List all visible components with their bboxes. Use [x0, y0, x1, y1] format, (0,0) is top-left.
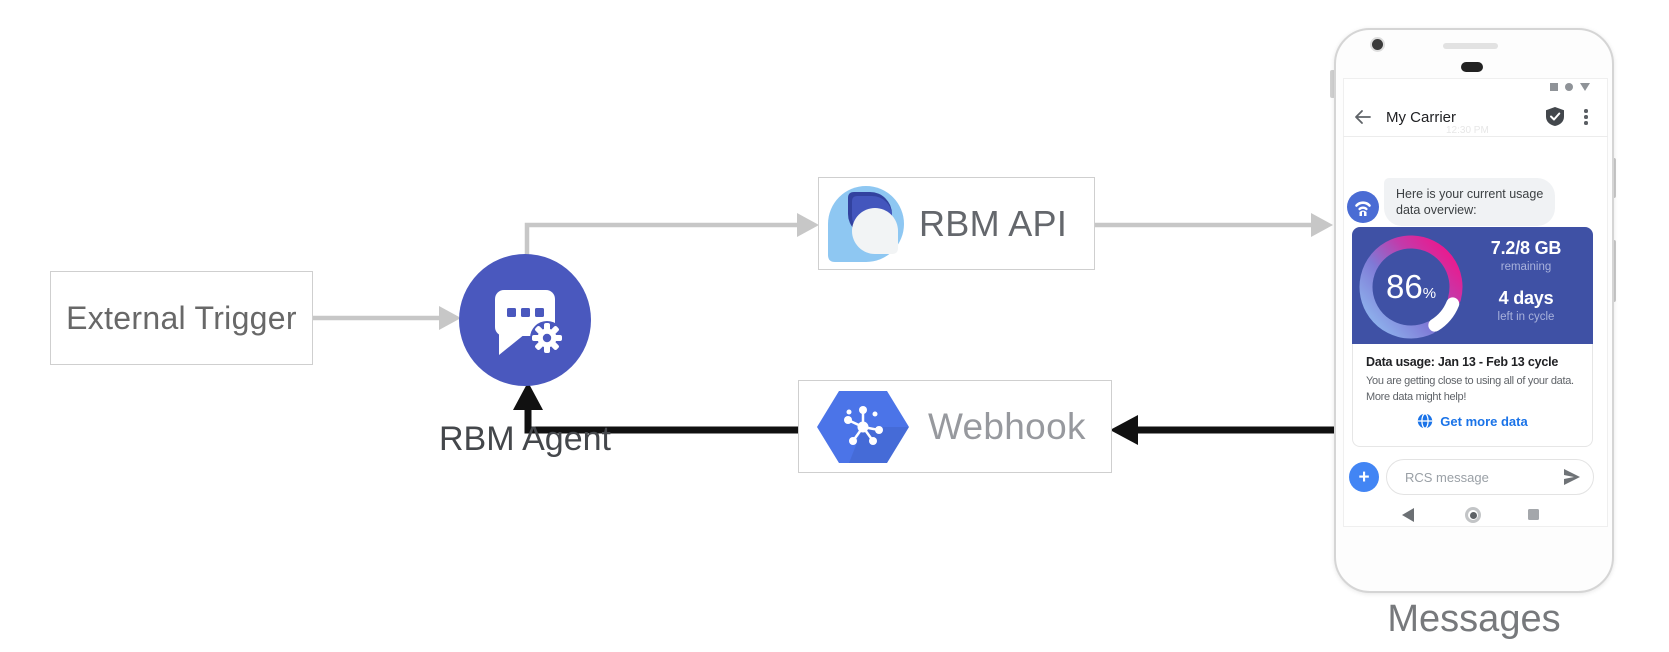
arrow-agent-to-api — [524, 213, 819, 256]
circle-icon — [1565, 83, 1573, 91]
get-more-data-label: Get more data — [1440, 413, 1528, 429]
usage-card-body-line1: You are getting close to using all of yo… — [1366, 375, 1574, 387]
globe-icon — [1418, 413, 1433, 429]
status-icon-row — [1550, 83, 1590, 91]
webhook-label: Webhook — [928, 405, 1086, 447]
usage-card-body-line2: More data might help! — [1366, 391, 1467, 403]
rbm-agent-label: RBM Agent — [439, 420, 611, 458]
external-trigger-label: External Trigger — [66, 299, 297, 336]
arrow-trigger-to-agent — [313, 306, 461, 330]
plus-icon: + — [1358, 466, 1370, 488]
rbm-agent-node — [459, 254, 591, 386]
faint-timestamp: 12:30 PM — [1446, 125, 1489, 136]
antenna-broadcast-icon — [1355, 201, 1371, 216]
data-remaining-caption: remaining — [1500, 261, 1552, 273]
nav-recents-icon[interactable] — [1528, 509, 1539, 520]
phone-top-speaker-slit — [1443, 43, 1498, 49]
phone-left-button — [1330, 70, 1335, 98]
webhook-node: Webhook — [798, 380, 1112, 473]
arrow-webhook-to-agent — [513, 382, 798, 434]
rbm-api-drop-logo — [828, 185, 904, 262]
arrow-phone-to-webhook — [1110, 415, 1334, 445]
header-divider — [1343, 136, 1608, 137]
usage-stats: 7.2/8 GB remaining 4 days left in cycle — [1462, 238, 1590, 323]
cloud-hexagon-hub-logo — [817, 390, 909, 463]
shield-check-icon — [1546, 107, 1564, 126]
usage-card-bottom — [1352, 344, 1593, 447]
messages-caption: Messages — [1387, 598, 1561, 640]
compose-bar — [1386, 459, 1594, 495]
message-input[interactable] — [1403, 468, 1563, 486]
square-icon — [1550, 83, 1558, 91]
gauge-percent-sign: % — [1422, 284, 1437, 302]
gauge-percent: 86 % — [1356, 232, 1466, 342]
data-remaining-value: 7.2/8 GB — [1490, 238, 1562, 258]
days-left-value: 4 days — [1498, 288, 1554, 308]
chat-bubble: Here is your current usage data overview… — [1384, 178, 1556, 226]
plus-button[interactable]: + — [1349, 462, 1379, 492]
chat-bubble-line2: data overview: — [1396, 203, 1477, 217]
gauge-percent-value: 86 — [1385, 268, 1423, 305]
agent-avatar — [1347, 191, 1379, 223]
nav-home-icon[interactable] — [1465, 507, 1481, 523]
rbm-api-node: RBM API — [818, 177, 1095, 270]
rbm-api-label: RBM API — [919, 202, 1068, 244]
chat-bubble-gear-icon — [495, 290, 564, 355]
send-icon[interactable] — [1563, 468, 1581, 486]
phone-camera-dot — [1372, 39, 1383, 50]
usage-card-title: Data usage: Jan 13 - Feb 13 cycle — [1366, 355, 1559, 369]
arrow-api-to-phone — [1095, 213, 1333, 237]
days-left-caption: left in cycle — [1497, 311, 1555, 323]
phone-earpiece — [1461, 62, 1483, 72]
triangle-down-icon — [1580, 83, 1590, 91]
nav-back-icon[interactable] — [1402, 508, 1414, 522]
external-trigger-node: External Trigger — [50, 271, 313, 365]
usage-gauge — [1359, 235, 1463, 339]
conversation-title: My Carrier — [1386, 109, 1456, 126]
chat-bubble-line1: Here is your current usage — [1396, 187, 1544, 201]
kebab-menu-icon[interactable] — [1584, 109, 1588, 125]
back-arrow-icon[interactable] — [1353, 107, 1373, 127]
get-more-data-button[interactable]: Get more data — [1352, 413, 1593, 429]
